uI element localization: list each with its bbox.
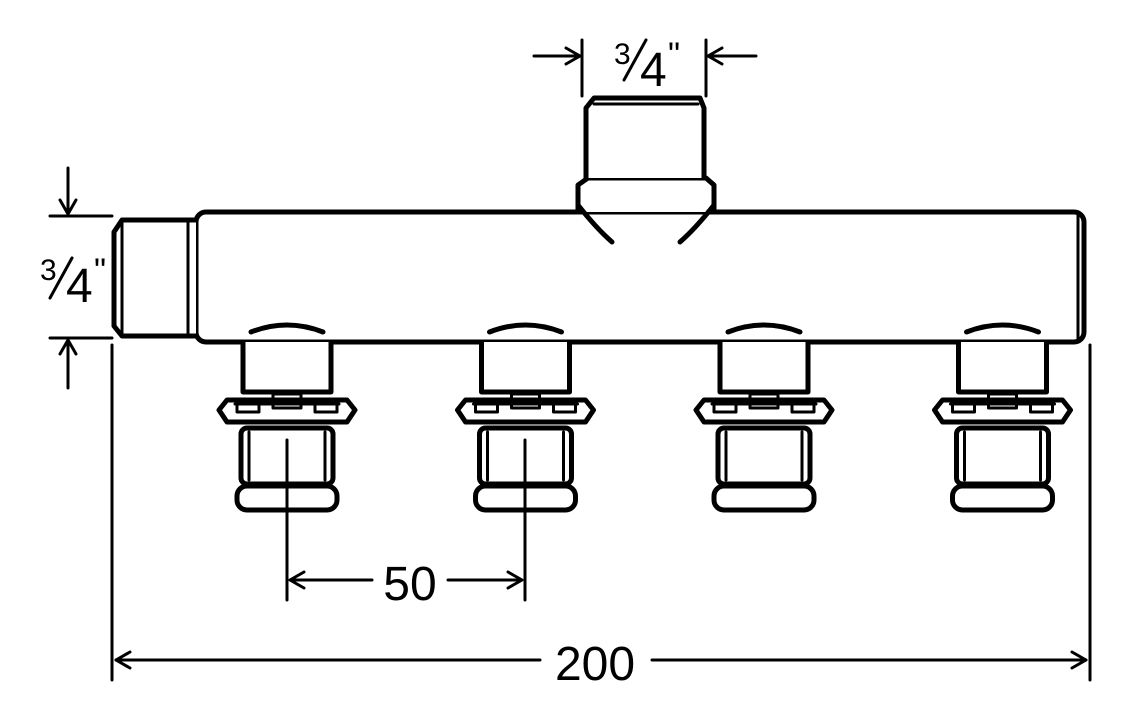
- dim-spacing: 50: [285, 438, 527, 611]
- side-port-denominator: 4: [66, 260, 93, 313]
- dim-top-port: 3 4 ": [532, 36, 758, 98]
- top-port-numerator: 3: [614, 38, 631, 71]
- side-inlet-thread: [111, 217, 199, 339]
- dim-side-port: 3 4 ": [40, 166, 114, 390]
- outlets: [216, 322, 1073, 513]
- side-port-inch-mark: ": [94, 252, 106, 290]
- outlet-fitting: [932, 322, 1073, 513]
- side-port-numerator: 3: [40, 254, 57, 287]
- spacing-label: 50: [383, 558, 436, 611]
- dim-total-length: 200: [110, 343, 1092, 691]
- top-port-inch-mark: ": [668, 36, 680, 74]
- top-port-denominator: 4: [640, 44, 667, 97]
- top-inlet: [575, 95, 717, 245]
- manifold-body: [193, 209, 1087, 345]
- total-length-label: 200: [555, 638, 635, 691]
- outlet-fitting: [693, 322, 835, 513]
